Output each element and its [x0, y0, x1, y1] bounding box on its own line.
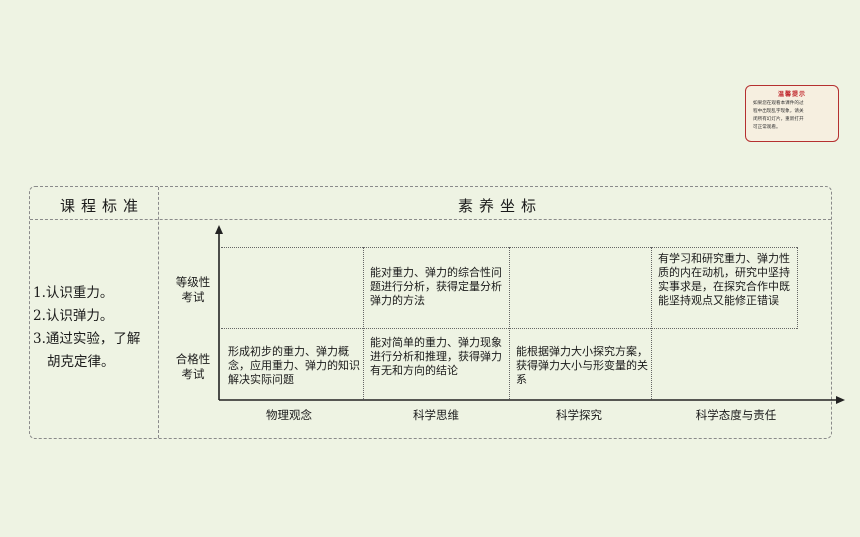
- level-upper-line: 等级性: [175, 275, 211, 289]
- category-label: 科学探究: [556, 408, 602, 422]
- notice-title: 温馨提示: [777, 91, 806, 98]
- level-lower-line: 考试: [181, 367, 205, 381]
- header-literacy-coordinate: 素养坐标: [458, 197, 543, 215]
- level-lower: 合格性 考试: [169, 352, 217, 382]
- standard-item: 3.通过实验，了解: [33, 331, 141, 347]
- level-upper-line: 考试: [181, 290, 205, 304]
- grid-col-2: [509, 247, 510, 399]
- notice-box: 温馨提示 如果您在观看本课件的过 程中出现乱字现象，请关 闭所有幻灯片，重新打开…: [745, 85, 839, 142]
- standard-item: 胡克定律。: [47, 354, 115, 370]
- notice-line: 闭所有幻灯片，重新打开: [753, 117, 804, 122]
- header-course-standard: 课程标准: [60, 197, 145, 215]
- cell-lower-concept: 形成初步的重力、弹力概念，应用重力、弹力的知识解决实际问题: [228, 345, 360, 386]
- category-label: 科学思维: [413, 408, 459, 422]
- level-lower-line: 合格性: [175, 352, 211, 366]
- notice-line: 如果您在观看本课件的过: [753, 101, 804, 106]
- header-divider: [30, 219, 831, 220]
- grid-col-1: [363, 247, 364, 399]
- cell-upper-attitude: 有学习和研究重力、弹力性质的内在动机，研究中坚持实事求是，在探究合作中既能坚持观…: [658, 252, 790, 307]
- level-upper: 等级性 考试: [169, 275, 217, 305]
- notice-line: 可正常观看。: [753, 125, 781, 130]
- grid-col-4: [797, 247, 798, 329]
- cell-upper-thinking: 能对重力、弹力的综合性问题进行分析，获得定量分析弹力的方法: [370, 266, 502, 307]
- standard-item: 1.认识重力。: [33, 285, 114, 301]
- cell-lower-inquiry: 能根据弹力大小探究方案，获得弹力大小与形变量的关系: [516, 345, 648, 386]
- table-frame: [29, 186, 832, 439]
- cell-lower-thinking: 能对简单的重力、弹力现象进行分析和推理，获得弹力有无和方向的结论: [370, 336, 502, 377]
- standards-list: 1.认识重力。 2.认识弹力。 3.通过实验，了解 胡克定律。: [33, 282, 140, 374]
- standard-item: 2.认识弹力。: [33, 308, 114, 324]
- category-label: 物理观念: [266, 408, 312, 422]
- notice-body: 如果您在观看本课件的过 程中出现乱字现象，请关 闭所有幻灯片，重新打开 可正常观…: [746, 98, 838, 132]
- notice-line: 程中出现乱字现象，请关: [753, 109, 804, 114]
- grid-col-3: [651, 247, 652, 399]
- column-divider: [158, 187, 159, 438]
- category-label: 科学态度与责任: [695, 408, 777, 422]
